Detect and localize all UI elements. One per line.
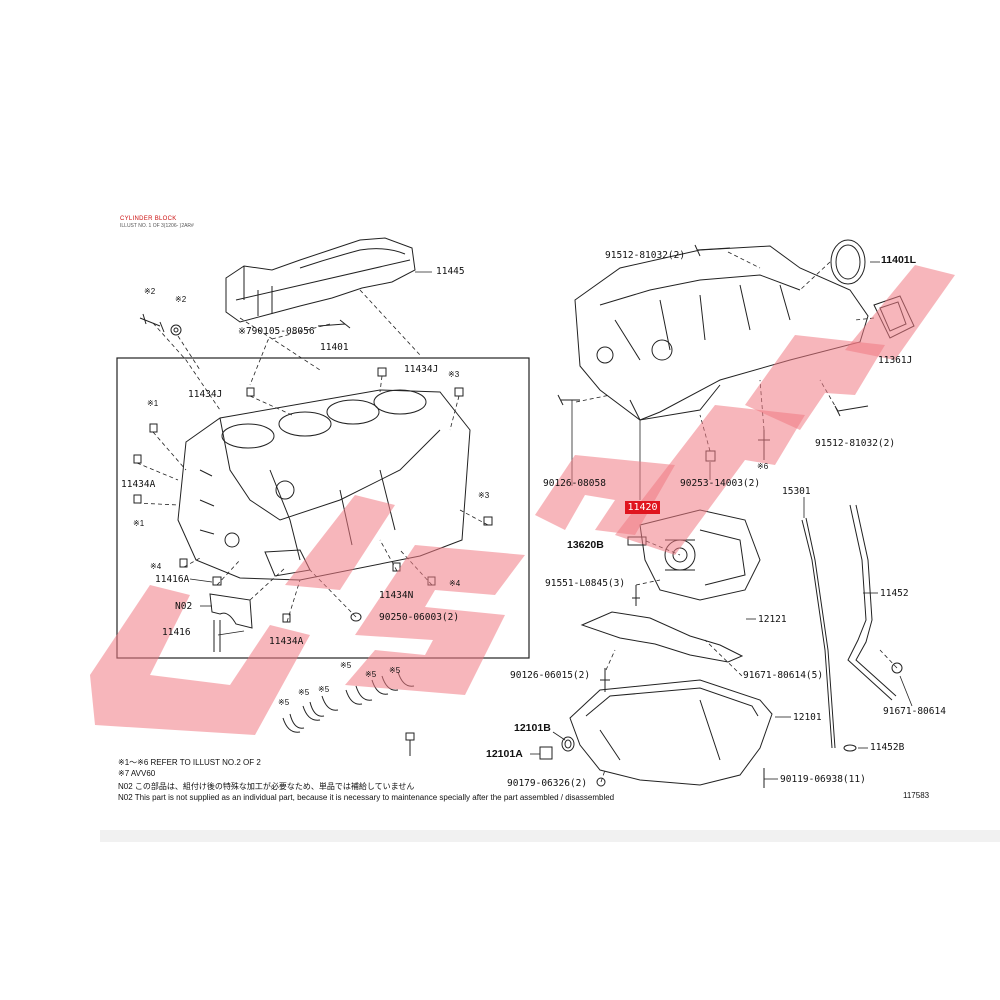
gasket-part (873, 295, 915, 339)
label-11361J: 11361J (878, 355, 913, 366)
note-refer-illust: ※1～※6 REFER TO ILLUST NO.2 OF 2 (118, 758, 261, 767)
note-marker-1b: ※1 (133, 519, 145, 528)
label-13620B: 13620B (567, 539, 604, 551)
note-marker-4a: ※4 (150, 562, 162, 571)
label-11452: 11452 (880, 588, 909, 599)
note-marker-5e: ※5 (365, 670, 377, 679)
note-marker-3a: ※3 (448, 370, 460, 379)
label-11434J-top: 11434J (404, 364, 439, 375)
label-11420-highlight: 11420 (625, 501, 660, 514)
oil-pan-upper-part (574, 245, 869, 421)
label-90119-06938: 90119-06938(11) (780, 774, 866, 785)
block-group-frame (116, 357, 530, 659)
label-11445: 11445 (436, 266, 465, 277)
label-790105-08056: ※790105-08056 (238, 326, 315, 337)
label-91512-81032-top: 91512-81032(2) (605, 250, 686, 261)
label-N02: N02 (175, 601, 193, 612)
label-12101: 12101 (793, 712, 822, 723)
note-marker-5d: ※5 (340, 661, 352, 670)
note-marker-4b: ※4 (449, 579, 461, 588)
timing-cover-part (225, 237, 416, 323)
note-marker-6: ※6 (757, 462, 769, 471)
label-91512-81032-right: 91512-81032(2) (815, 438, 896, 449)
note-marker-5b: ※5 (298, 688, 310, 697)
label-91671-80614: 91671-80614 (883, 706, 946, 717)
note-marker-1a: ※1 (147, 399, 159, 408)
cylinder-block-part (177, 389, 471, 581)
label-11401L: 11401L (881, 254, 917, 266)
label-11434N: 11434N (379, 590, 414, 601)
note-marker-5a: ※5 (278, 698, 290, 707)
bearing-cap-part (209, 593, 253, 652)
label-15301: 15301 (782, 486, 811, 497)
label-11434J-left: 11434J (188, 389, 223, 400)
label-11401: 11401 (320, 342, 349, 353)
label-90126-06015: 90126-06015(2) (510, 670, 591, 681)
note-marker-5f: ※5 (389, 666, 401, 675)
oil-pan-lower-part (569, 668, 773, 788)
label-90253-14003: 90253-14003(2) (680, 478, 761, 489)
page-subtitle: ILLUST NO. 1 OF 3(1206- )2AR# (120, 223, 194, 229)
note-marker-2a: ※2 (144, 287, 156, 296)
baffle-plate-part (580, 611, 744, 663)
dipstick-part (801, 504, 903, 752)
label-11434A-bottom: 11434A (269, 636, 304, 647)
oil-pump-part (627, 509, 761, 606)
note-avv60: ※7 AVV60 (118, 769, 156, 778)
label-11452B: 11452B (870, 742, 905, 753)
label-11434A-left: 11434A (121, 479, 156, 490)
bolts-top-left (139, 313, 351, 336)
label-90179-06326: 90179-06326(2) (507, 778, 588, 789)
note-n02-japanese: N02 この部品は、組付け後の特殊な加工が必要なため、単品では補給していません (118, 782, 415, 791)
label-91671-80614-5: 91671-80614(5) (743, 670, 824, 681)
note-marker-5c: ※5 (318, 685, 330, 694)
footer-band (100, 830, 1000, 842)
note-marker-2b: ※2 (175, 295, 187, 304)
bearing-shells-row (282, 671, 415, 756)
note-marker-3b: ※3 (478, 491, 490, 500)
label-90126-08058: 90126-08058 (543, 478, 606, 489)
figure-number: 117583 (903, 791, 930, 800)
note-n02-english: N02 This part is not supplied as an indi… (118, 793, 615, 802)
oil-seal-part (830, 239, 866, 285)
label-91551-L0845: 91551-L0845(3) (545, 578, 626, 589)
label-12121: 12121 (758, 614, 787, 625)
label-11416A: 11416A (155, 574, 190, 585)
label-90250-06003: 90250-06003(2) (379, 612, 460, 623)
page-title: CYLINDER BLOCK (120, 216, 177, 222)
drain-plug-part (539, 736, 575, 760)
label-11416: 11416 (162, 627, 191, 638)
label-12101A: 12101A (486, 748, 523, 760)
label-12101B: 12101B (514, 722, 551, 734)
